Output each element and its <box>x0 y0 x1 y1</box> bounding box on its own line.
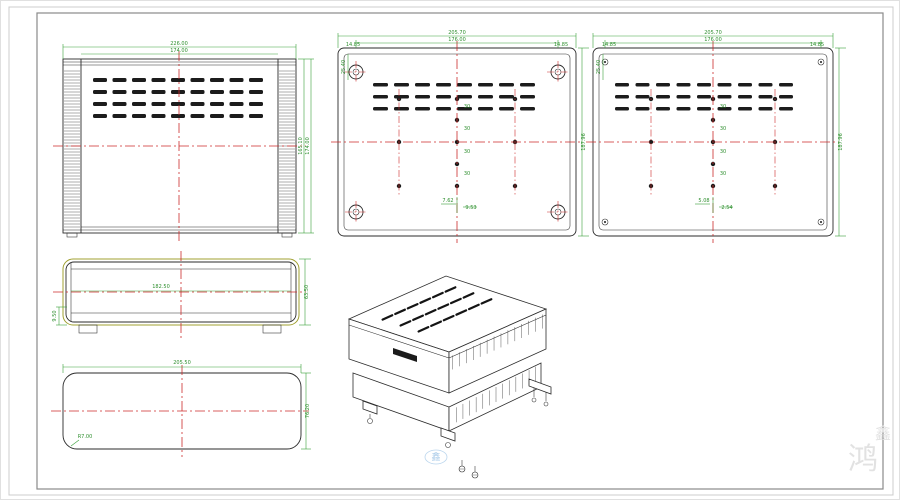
top-panel-dimension-lines <box>592 33 846 237</box>
front-dimension-lines <box>62 44 314 234</box>
bottom-panel-corner-bosses <box>345 61 569 223</box>
side-dimension-lines <box>56 258 311 326</box>
dim-label: 205.70 <box>448 30 466 36</box>
dim-label: 9.53 <box>465 205 476 211</box>
top-panel-vent-slots <box>615 83 793 111</box>
dim-label: 30 <box>720 126 726 132</box>
dim-label: R7.00 <box>78 434 93 440</box>
dim-label: 174.00 <box>305 137 311 155</box>
dim-label: 165.10 <box>298 137 304 155</box>
dim-label: 187.96 <box>581 133 587 151</box>
dim-label: 176.00 <box>448 37 466 43</box>
watermark-logo-ellipse <box>424 449 448 465</box>
dim-label: 14.85 <box>810 42 824 48</box>
watermark-corner-char-1: 鸿 <box>848 442 878 477</box>
dim-label: 176.00 <box>704 37 722 43</box>
dim-label: 5.08 <box>698 198 709 204</box>
bottom-panel-vent-slots <box>373 83 535 111</box>
dim-label: 14.85 <box>346 42 360 48</box>
iso-top-vent-slots <box>381 286 493 333</box>
dim-label: 182.50 <box>152 284 170 290</box>
dim-label: 30 <box>464 149 470 155</box>
iso-screws <box>458 460 479 479</box>
watermark-logo-char: 鑫 <box>431 451 440 463</box>
watermark: 鑫 鸿 鑫 <box>424 424 891 477</box>
bottom-panel-dimension-lines <box>337 33 589 237</box>
bottom-panel-mounting-holes <box>396 96 518 189</box>
dim-label: 2.54 <box>721 205 732 211</box>
dim-label: 25.40 <box>341 60 347 74</box>
watermark-corner-char-2: 鑫 <box>875 424 891 443</box>
front-foot-right <box>281 232 293 238</box>
drawing-frame <box>8 6 894 496</box>
side-centerlines <box>53 251 306 339</box>
side-view <box>53 251 311 339</box>
cover-dimension-lines <box>62 364 311 450</box>
dim-label: 14.85 <box>554 42 568 48</box>
dim-label: 205.50 <box>173 360 191 366</box>
iso-bracket-body <box>528 378 552 395</box>
dim-label: 30 <box>464 126 470 132</box>
cover-centerlines <box>51 365 309 457</box>
front-view <box>53 44 314 241</box>
dim-label: 7.62 <box>442 198 453 204</box>
iso-foot-front <box>440 427 456 442</box>
front-centerlines <box>53 51 306 241</box>
dim-label: 174.00 <box>170 48 188 54</box>
top-panel-corner-holes <box>601 58 825 226</box>
cover-top-view <box>51 364 311 457</box>
dim-label: 30 <box>720 171 726 177</box>
top-panel-view <box>586 33 846 243</box>
front-vent-slots <box>93 78 263 118</box>
isometric-view <box>347 275 552 479</box>
iso-side-vent-fins <box>452 314 543 370</box>
dim-label: 30 <box>720 104 726 110</box>
dim-label: 9.50 <box>52 310 58 321</box>
iso-foot-left <box>362 400 378 415</box>
dim-label: 30 <box>464 104 470 110</box>
front-right-heatsink-fins <box>279 70 295 228</box>
side-foot-right <box>262 324 282 334</box>
dim-label: 76.20 <box>305 404 311 418</box>
dim-label: 63.50 <box>304 285 310 299</box>
dim-label: 30 <box>720 149 726 155</box>
bottom-panel-view <box>331 33 589 243</box>
iso-bracket-pad-2 <box>543 401 549 407</box>
dim-label: 14.85 <box>602 42 616 48</box>
iso-feet <box>362 400 456 448</box>
iso-foot-left-pad <box>367 418 373 424</box>
iso-bracket-pad-1 <box>531 397 537 403</box>
frame-inner-border <box>36 12 884 490</box>
dim-label: 30 <box>464 171 470 177</box>
frame-outer-border <box>8 6 894 496</box>
front-foot-left <box>66 232 78 238</box>
iso-detached-bracket <box>528 378 552 407</box>
dim-label: 187.96 <box>838 133 844 151</box>
dim-label: 25.40 <box>596 60 602 74</box>
iso-foot-front-pad <box>445 442 451 448</box>
top-panel-centerlines <box>586 41 839 243</box>
side-foot-left <box>78 324 98 334</box>
dim-label: 205.70 <box>704 30 722 36</box>
iso-front-slot-opening <box>393 348 417 362</box>
front-left-heatsink-fins <box>64 70 80 228</box>
dim-label: 226.00 <box>170 41 188 47</box>
